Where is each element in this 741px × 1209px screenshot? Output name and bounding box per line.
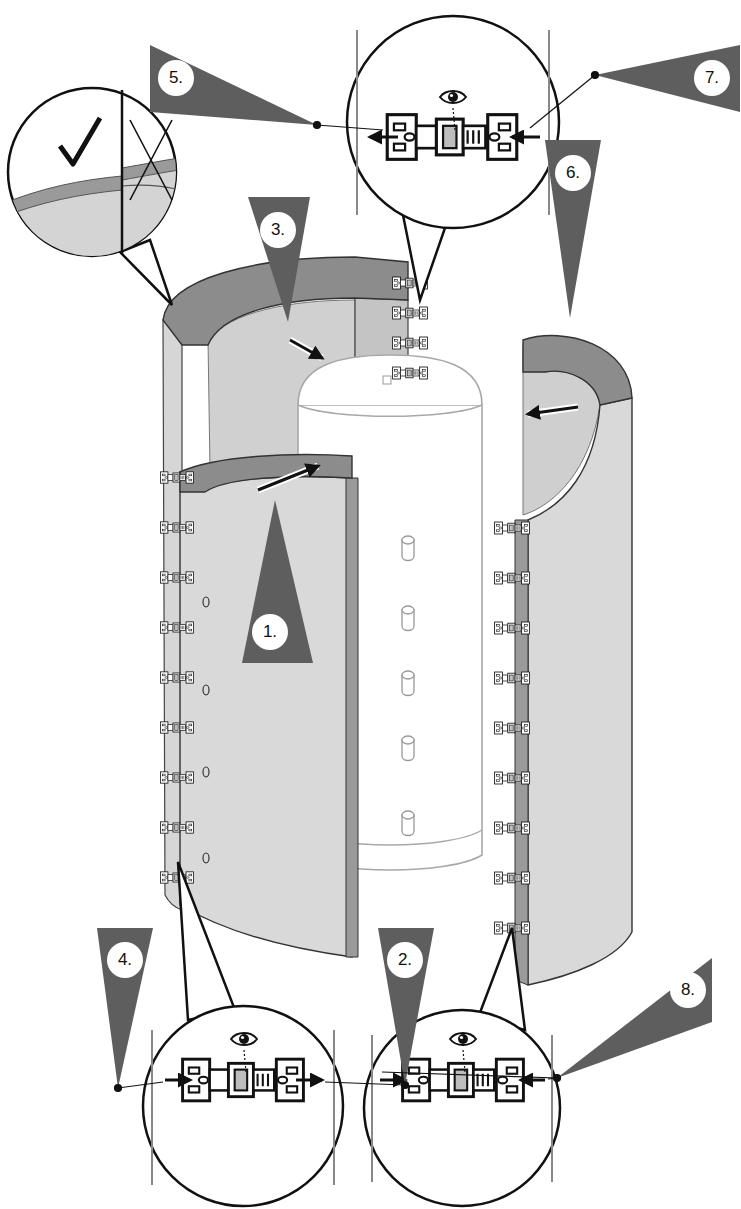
detail-clip-top xyxy=(347,16,559,300)
callout-number: 6. xyxy=(555,155,591,191)
detail-edge-check xyxy=(0,88,180,305)
callout-number: 3. xyxy=(260,212,296,248)
leader-lines xyxy=(115,72,599,1092)
detail-clip-open xyxy=(143,862,343,1206)
callout-number: 7. xyxy=(694,60,730,96)
front-insulation-shell xyxy=(180,455,358,957)
callout-number: 5. xyxy=(158,60,194,96)
callout-pointers xyxy=(97,45,740,1088)
callout-number: 2. xyxy=(387,942,423,978)
movement-arrows xyxy=(258,340,578,490)
shell-clips xyxy=(161,277,530,934)
detail-clip-closed xyxy=(364,928,560,1206)
callout-number: 4. xyxy=(107,942,143,978)
callout-number: 8. xyxy=(670,972,706,1008)
side-insulation-shell xyxy=(515,336,632,985)
callout-number: 1. xyxy=(252,614,288,650)
